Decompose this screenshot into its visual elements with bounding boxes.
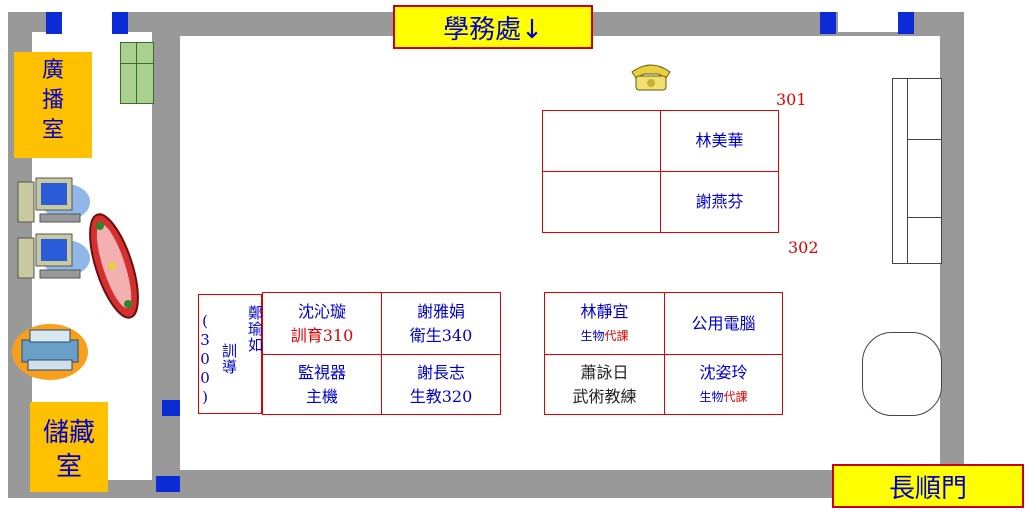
column-post [820, 12, 836, 34]
room-number-302: 302 [788, 238, 819, 257]
column-post [162, 400, 180, 416]
desk-empty [542, 171, 661, 233]
column-post [112, 12, 128, 34]
desk-zheng-yuru: 鄭瑜如 訓導(300) [196, 294, 264, 414]
desk-name: 鄭瑜如 [246, 305, 264, 353]
office-title-label: 學務處↓ [393, 5, 593, 49]
desk-department: 訓育310 [290, 325, 354, 345]
round-table [862, 332, 942, 416]
desk-name: 謝燕芬 [695, 192, 744, 211]
storage-room-line: 室 [55, 452, 82, 482]
printer-icon [12, 324, 88, 380]
desk-xie-changzhi: 謝長志 生教320 [381, 354, 501, 415]
desk-lin-meihua: 林美華 [660, 110, 779, 172]
desk-name: 沈姿玲 [699, 362, 748, 382]
storage-room-line: 儲藏 [42, 418, 95, 448]
desk-name: 林美華 [695, 131, 744, 150]
desk-monitor-host: 監視器 主機 [262, 354, 382, 415]
wall-inner-right [940, 32, 946, 480]
broadcast-room-char: 室 [41, 118, 64, 143]
desk-shen-qinxuan: 沈沁璇 訓育310 [262, 292, 382, 355]
desk-role: 代課 [723, 389, 748, 404]
desk-xiao-yongri: 蕭詠日 武術教練 [544, 354, 665, 415]
desk-name: 謝長志 [416, 362, 465, 382]
desk-role: 代課 [604, 328, 629, 343]
wall-right [944, 12, 964, 498]
column-post [46, 12, 62, 34]
desk-department: 生教320 [409, 386, 473, 406]
exit-gate-label: 長順門 [832, 464, 1024, 508]
computer-icon [17, 233, 90, 279]
broadcast-room-char: 廣 [41, 58, 64, 83]
desk-role: 生物 [699, 389, 724, 404]
desk-label: 公用電腦 [691, 313, 756, 333]
desk-public-pc: 公用電腦 [664, 292, 783, 355]
desk-role: 生物 [580, 328, 605, 343]
desk-role: 武術教練 [572, 386, 637, 406]
sofa [892, 78, 942, 264]
broadcast-room-char: 播 [41, 88, 64, 113]
office-title-text: 學務處↓ [443, 14, 543, 45]
wall-inner-bottom [152, 470, 944, 480]
telephone-icon [631, 64, 671, 91]
exit-gate-text: 長順門 [888, 473, 967, 504]
computer-icon [17, 177, 90, 223]
column-post [898, 12, 914, 34]
desk-xie-yajuan: 謝雅娟 衛生340 [381, 292, 501, 355]
desk-name: 謝雅娟 [416, 301, 465, 321]
desk-lin-jingyi: 林靜宜 生物代課 [544, 292, 665, 355]
wall-gap-top-right [838, 12, 898, 32]
column-post [156, 476, 180, 492]
desk-empty [542, 110, 661, 172]
desk-department: 訓導(300) [196, 311, 238, 407]
wall-gap-top-left [62, 12, 112, 32]
desk-name: 沈沁璇 [297, 301, 346, 321]
desk-name: 林靜宜 [580, 301, 629, 321]
desk-name: 蕭詠日 [580, 362, 629, 382]
desk-label: 監視器 [297, 362, 346, 382]
desk-shen-ziling: 沈姿玲 生物代課 [664, 354, 783, 415]
desk-department: 衛生340 [409, 325, 473, 345]
wall-bottom [8, 480, 834, 498]
room-number-301: 301 [776, 90, 807, 109]
desk-label: 主機 [305, 386, 338, 406]
award-ribbon-icon [89, 213, 139, 319]
desk-xie-yanfen: 謝燕芬 [660, 171, 779, 233]
wall-inner-partition [152, 32, 180, 472]
broadcast-room: 廣 播 室 [14, 52, 92, 158]
storage-room: 儲藏 室 [30, 402, 108, 492]
cabinet-icon [120, 42, 154, 104]
